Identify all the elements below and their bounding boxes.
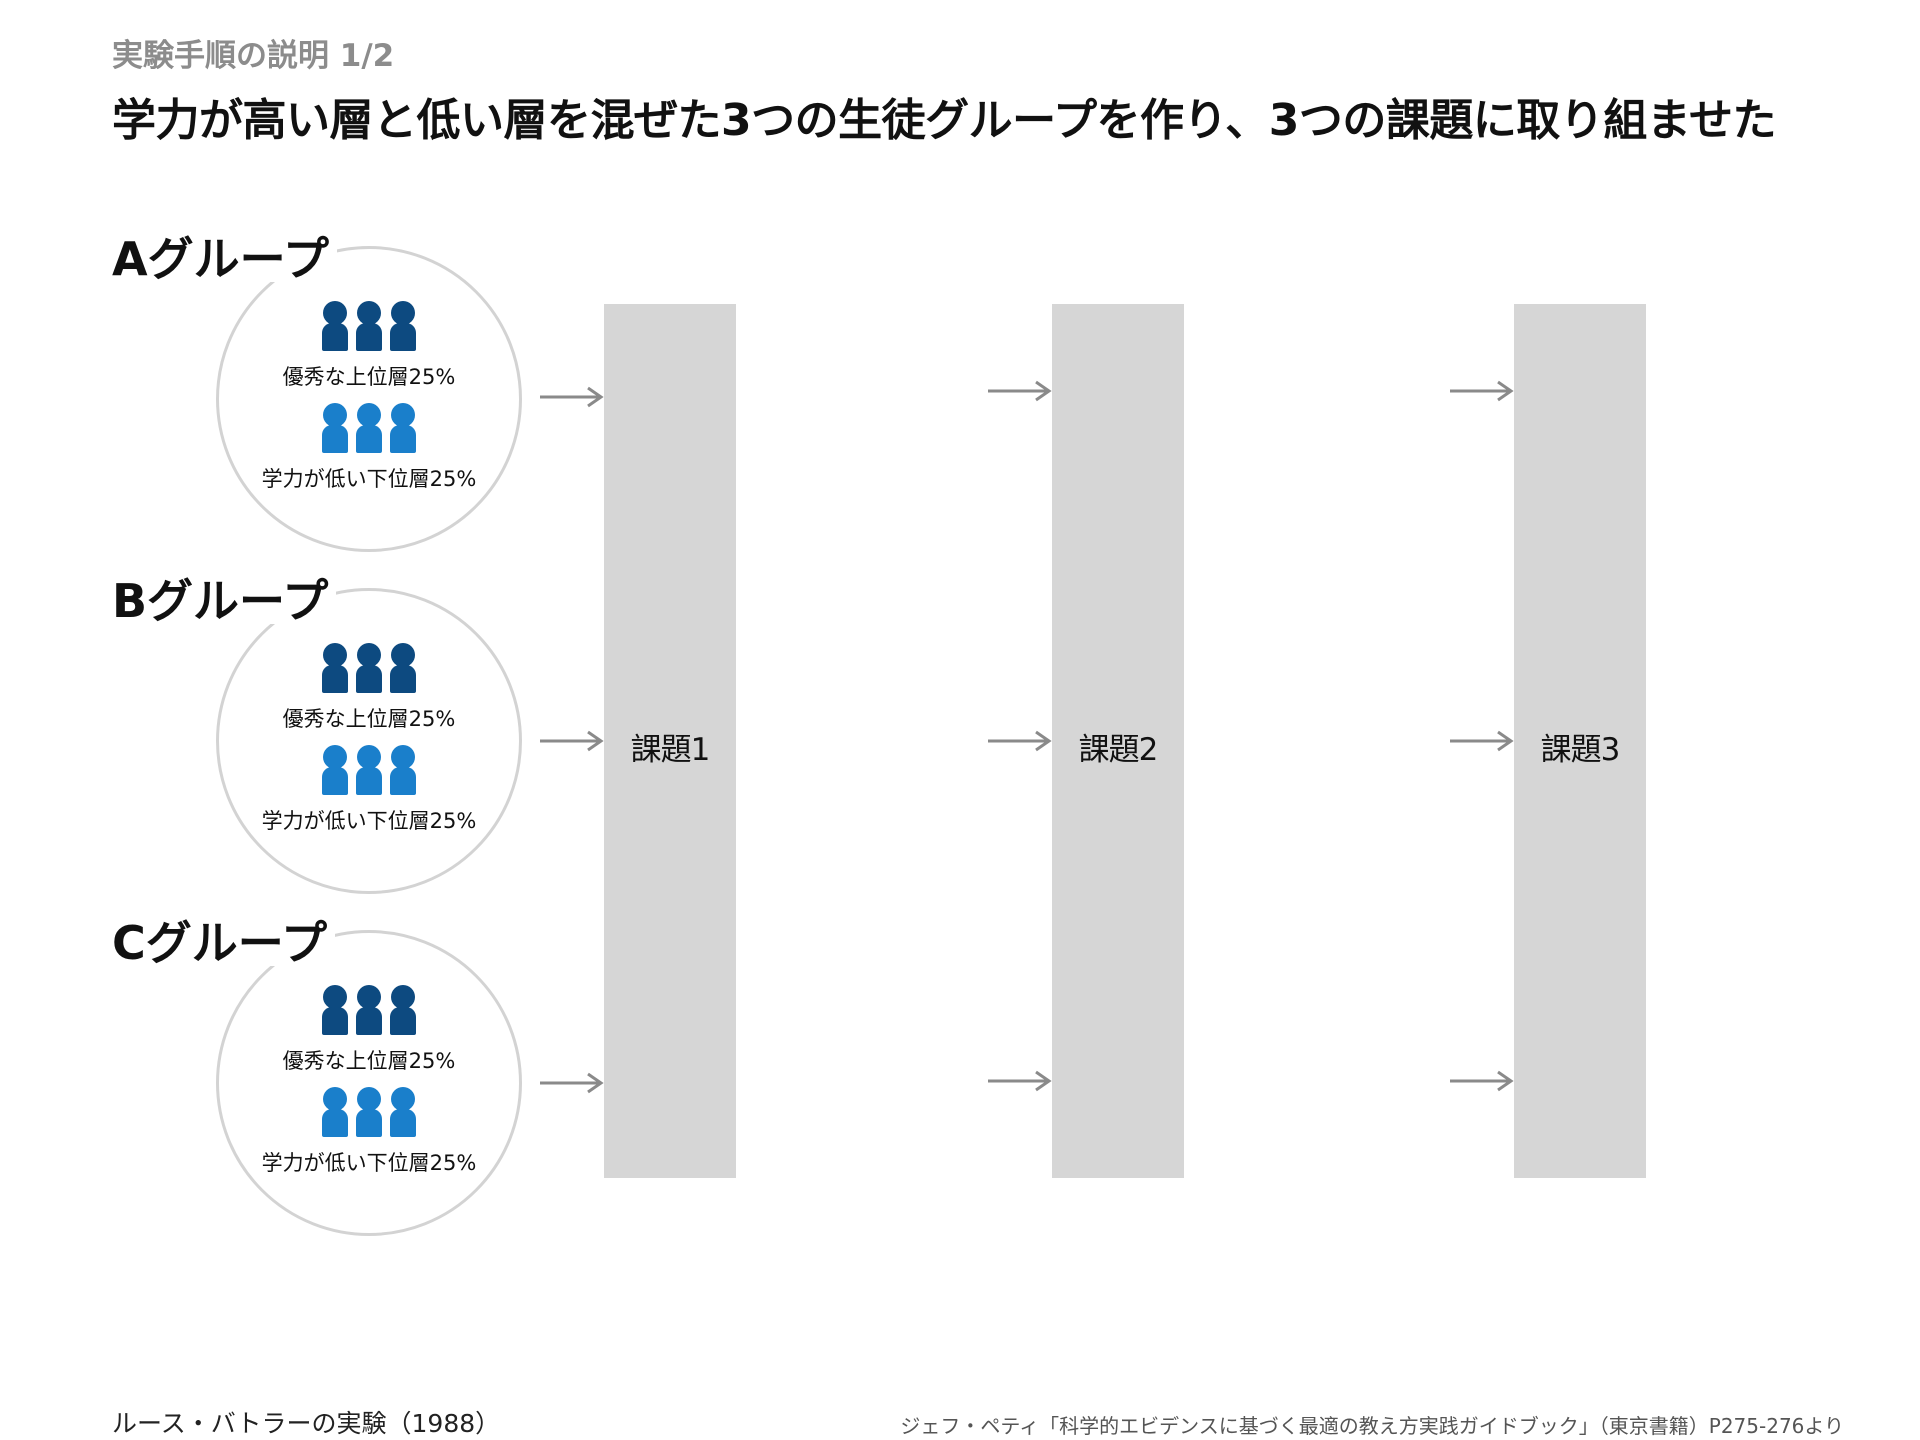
top-tier-label: 優秀な上位層25%: [282, 1049, 456, 1073]
arrow-right-icon: [540, 730, 604, 752]
arrow-right-icon: [1450, 730, 1514, 752]
task-2-bar: 課題2: [1052, 304, 1184, 1178]
bottom-tier-people: [219, 745, 519, 795]
task-2-label: 課題2: [1078, 732, 1159, 768]
task-3-bar: 課題3: [1514, 304, 1646, 1178]
person-icon: [390, 643, 416, 693]
arrow-right-icon: [988, 730, 1052, 752]
bottom-tier-people: [219, 1087, 519, 1137]
person-icon: [322, 745, 348, 795]
group-c-circle: 優秀な上位層25% 学力が低い下位層25%: [216, 930, 522, 1236]
bottom-tier-label: 学力が低い下位層25%: [261, 809, 477, 833]
person-icon: [322, 643, 348, 693]
top-tier-label: 優秀な上位層25%: [282, 707, 456, 731]
footer-source: ジェフ・ペティ「科学的エビデンスに基づく最適の教え方実践ガイドブック」（東京書籍…: [900, 1414, 1844, 1438]
person-icon: [322, 301, 348, 351]
person-icon: [390, 985, 416, 1035]
top-tier-label: 優秀な上位層25%: [282, 365, 456, 389]
top-tier-people: [219, 643, 519, 693]
person-icon: [356, 403, 382, 453]
top-tier-people: [219, 301, 519, 351]
person-icon: [390, 301, 416, 351]
arrow-right-icon: [988, 1070, 1052, 1092]
task-3-label: 課題3: [1540, 732, 1621, 768]
group-a-circle: 優秀な上位層25% 学力が低い下位層25%: [216, 246, 522, 552]
task-1-label: 課題1: [630, 732, 711, 768]
person-icon: [322, 985, 348, 1035]
arrow-right-icon: [540, 386, 604, 408]
person-icon: [356, 985, 382, 1035]
bottom-tier-people: [219, 403, 519, 453]
page-subtitle: 実験手順の説明 1/2: [112, 38, 395, 74]
person-icon: [356, 745, 382, 795]
arrow-right-icon: [1450, 1070, 1514, 1092]
person-icon: [356, 1087, 382, 1137]
top-tier-people: [219, 985, 519, 1035]
arrow-right-icon: [988, 380, 1052, 402]
person-icon: [390, 745, 416, 795]
person-icon: [390, 403, 416, 453]
arrow-right-icon: [1450, 380, 1514, 402]
person-icon: [356, 643, 382, 693]
group-b-circle: 優秀な上位層25% 学力が低い下位層25%: [216, 588, 522, 894]
person-icon: [322, 403, 348, 453]
person-icon: [322, 1087, 348, 1137]
group-c-label: Cグループ: [112, 920, 335, 966]
bottom-tier-label: 学力が低い下位層25%: [261, 467, 477, 491]
arrow-right-icon: [540, 1072, 604, 1094]
task-1-bar: 課題1: [604, 304, 736, 1178]
footer-experiment-name: ルース・バトラーの実験（1988）: [112, 1409, 501, 1438]
group-b-label: Bグループ: [112, 578, 337, 624]
group-a-label: Aグループ: [112, 236, 337, 282]
person-icon: [356, 301, 382, 351]
bottom-tier-label: 学力が低い下位層25%: [261, 1151, 477, 1175]
person-icon: [390, 1087, 416, 1137]
page-title: 学力が高い層と低い層を混ぜた3つの生徒グループを作り、3つの課題に取り組ませた: [112, 95, 1777, 146]
